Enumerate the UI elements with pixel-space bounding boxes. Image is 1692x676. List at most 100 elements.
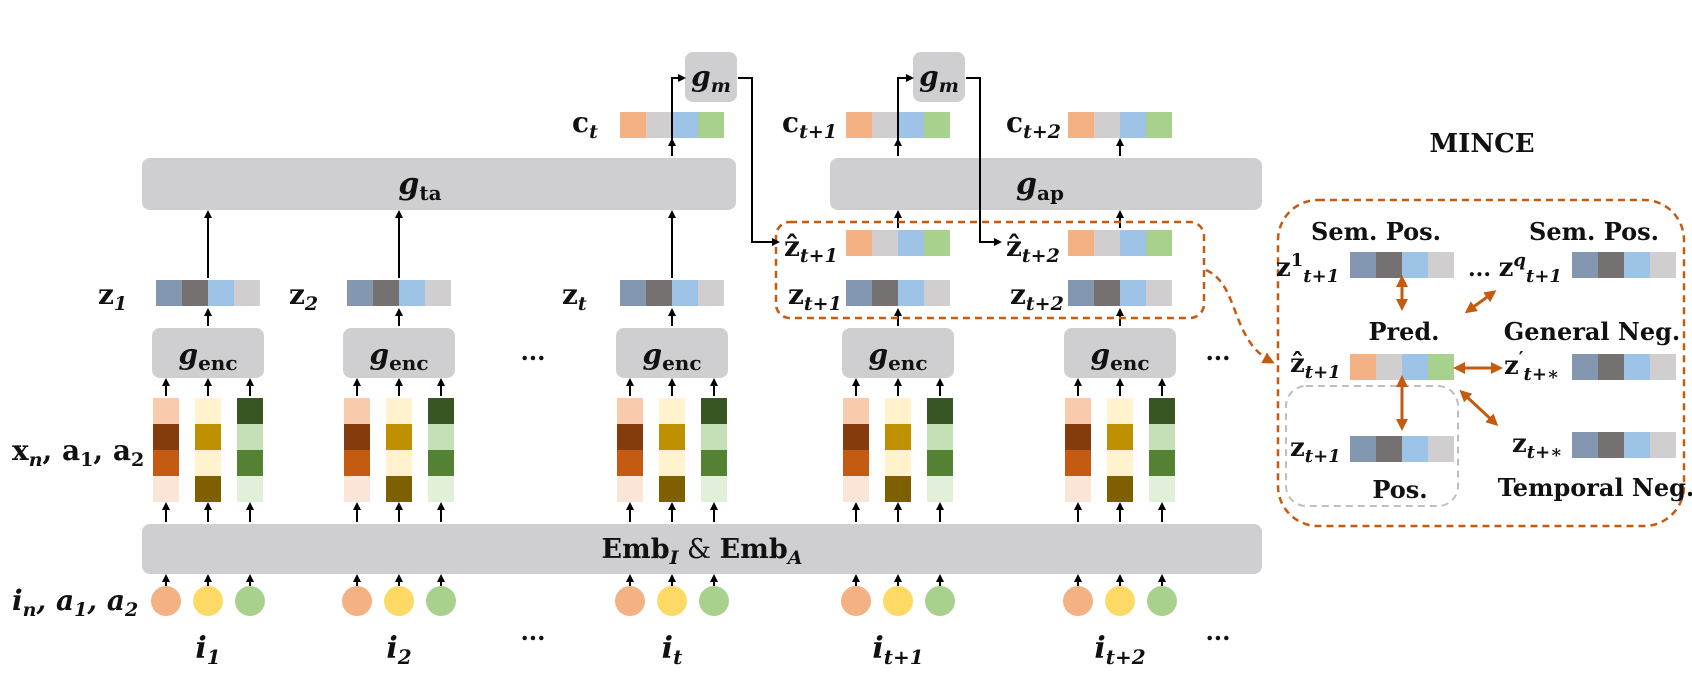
- mince-zprime-vector-cell-4: [1650, 354, 1676, 380]
- positive-group-outline: [1285, 385, 1459, 507]
- aggregator-ap-label: gap: [1016, 167, 1064, 205]
- encoder-label-5: genc: [1090, 338, 1149, 375]
- mince-panel-outline: [1276, 198, 1686, 528]
- embedding-cell-5-1-4: [1065, 476, 1091, 502]
- z-vector-2-cell-2: [373, 280, 399, 306]
- embedding-cell-5-3-3: [1149, 450, 1175, 476]
- mapper-box-2: [913, 52, 965, 102]
- embedding-cell-1-2-2: [195, 424, 221, 450]
- general-neg-label: General Neg.: [1504, 317, 1681, 346]
- mince-zprime-vector-cell-3: [1624, 354, 1650, 380]
- input-circle-5-1: [1063, 586, 1093, 616]
- context-vector-3-cell-3: [1120, 112, 1146, 138]
- embedding-stack-3-3: [701, 398, 727, 502]
- column-4: it+1 genc zt+1: [788, 210, 955, 669]
- encoder-box-3: [616, 328, 728, 378]
- zhat-vector-5-cell-2: [1094, 230, 1120, 256]
- embedding-cell-4-1-2: [843, 424, 869, 450]
- embedding-cell-1-3-4: [237, 476, 263, 502]
- embedding-stack-4-3: [927, 398, 953, 502]
- mince-zhat-vector-cell-3: [1402, 354, 1428, 380]
- zhat-label-t2: ẑt+2: [1006, 230, 1060, 267]
- z-vector-1-cell-3: [208, 280, 234, 306]
- embedding-cell-4-3-2: [927, 424, 953, 450]
- embedding-cell-3-3-1: [701, 398, 727, 424]
- embedding-cell-3-1-4: [617, 476, 643, 502]
- context-label-t2: ct+2: [1006, 106, 1061, 143]
- zprime-label: z′t+∗: [1504, 348, 1559, 385]
- column-5: it+2 genc zt+2: [1010, 210, 1177, 669]
- context-vector-2: [846, 112, 950, 138]
- embedding-cell-5-3-1: [1149, 398, 1175, 424]
- z-label-4: zt+1: [788, 278, 842, 315]
- embedding-cell-2-2-2: [386, 424, 412, 450]
- z-label-5: zt+2: [1010, 278, 1064, 315]
- z-vector-2-cell-4: [425, 280, 451, 306]
- embedding-cell-4-2-1: [885, 398, 911, 424]
- input-circle-1-3: [235, 586, 265, 616]
- context-vector-1-cell-3: [672, 112, 698, 138]
- embedding-cell-4-1-3: [843, 450, 869, 476]
- encoder-label-4: genc: [868, 338, 927, 375]
- embedding-cell-2-1-3: [344, 450, 370, 476]
- mince-zhat-vector-cell-2: [1376, 354, 1402, 380]
- mince-link-curve: [1205, 268, 1275, 364]
- aggregator-ta-box: [142, 158, 736, 210]
- embedding-cell-4-3-4: [927, 476, 953, 502]
- row-label-embedding: xn, a1, a2: [12, 434, 144, 471]
- embedding-stack-5-1: [1065, 398, 1091, 502]
- encoder-box-2: [343, 328, 455, 378]
- embedding-cell-3-2-2: [659, 424, 685, 450]
- embedding-cell-5-2-2: [1107, 424, 1133, 450]
- ellipsis-input-1: ...: [520, 617, 545, 646]
- input-circle-2-2: [384, 586, 414, 616]
- zhat-vector-4-cell-3: [898, 230, 924, 256]
- context-vector-2-cell-3: [898, 112, 924, 138]
- embedding-cell-3-1-1: [617, 398, 643, 424]
- mince-z1-vector-cell-1: [1350, 252, 1376, 278]
- z-vector-4-cell-2: [872, 280, 898, 306]
- zpos-label: zt+1: [1290, 433, 1341, 467]
- embedding-cell-1-1-1: [153, 398, 179, 424]
- zhat-vector-4-cell-2: [872, 230, 898, 256]
- mince-zprime-vector-cell-1: [1572, 354, 1598, 380]
- embedding-stack-5-2: [1107, 398, 1133, 502]
- ellipsis-enc-1: ...: [520, 337, 545, 366]
- z-vector-1: [156, 280, 260, 306]
- input-label-5: it+2: [1094, 631, 1145, 669]
- context-vector-2-cell-4: [924, 112, 950, 138]
- context-vector-3-cell-4: [1146, 112, 1172, 138]
- mince-zpos-vector-cell-2: [1376, 436, 1402, 462]
- aggregator-ta-label: gta: [398, 167, 441, 205]
- embedding-stack-1-2: [195, 398, 221, 502]
- embedding-cell-1-2-4: [195, 476, 221, 502]
- context-vector-3-cell-2: [1094, 112, 1120, 138]
- z-vector-4-cell-1: [846, 280, 872, 306]
- mince-z1-vector: [1350, 252, 1454, 278]
- embedding-cell-1-1-2: [153, 424, 179, 450]
- input-circle-2-1: [342, 586, 372, 616]
- z-vector-2-cell-1: [347, 280, 373, 306]
- z1-label: z1t+1: [1276, 250, 1339, 287]
- context-vector-3: [1068, 112, 1172, 138]
- z-vector-1-cell-4: [234, 280, 260, 306]
- encoder-box-5: [1064, 328, 1176, 378]
- embedding-cell-2-2-3: [386, 450, 412, 476]
- embedding-cell-4-2-4: [885, 476, 911, 502]
- input-circle-3-2: [657, 586, 687, 616]
- z-vector-2-cell-3: [399, 280, 425, 306]
- input-circle-4-3: [925, 586, 955, 616]
- mince-z1-vector-cell-4: [1428, 252, 1454, 278]
- arrow-pred-temporal-neg: [1459, 389, 1499, 427]
- embedding-cell-3-3-2: [701, 424, 727, 450]
- input-label-4: it+1: [872, 631, 923, 669]
- embedding-cell-4-2-2: [885, 424, 911, 450]
- mince-zpos-vector-cell-4: [1428, 436, 1454, 462]
- z-vector-3-cell-4: [698, 280, 724, 306]
- mince-ztemp-vector-cell-2: [1598, 432, 1624, 458]
- embedding-stack-1-3: [237, 398, 263, 502]
- z-vector-1-cell-2: [182, 280, 208, 306]
- mince-ztemp-vector-cell-3: [1624, 432, 1650, 458]
- mince-ztemp-vector-cell-4: [1650, 432, 1676, 458]
